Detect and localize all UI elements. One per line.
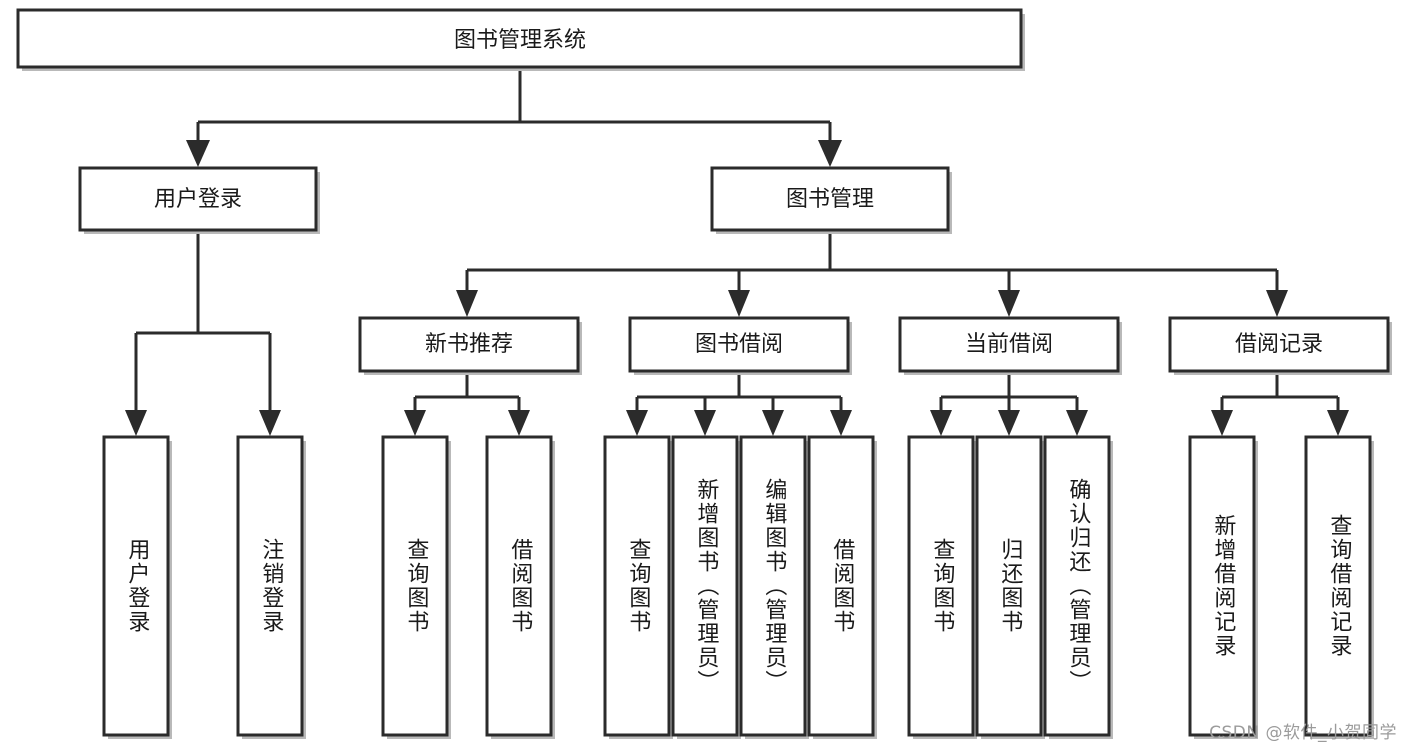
arrow-icon-leaf-r2 — [1327, 410, 1349, 436]
node-new-book-recommend-label: 新书推荐 — [425, 332, 513, 357]
arrow-icon-to-borrow-record — [1266, 290, 1288, 317]
arrow-icon-to-new-book — [456, 290, 478, 317]
leaf-node-borrow-record-2[interactable] — [1304, 435, 1374, 739]
leaf-box[interactable] — [102, 435, 170, 737]
connector-group — [134, 68, 1340, 412]
node-root-label: 图书管理系统 — [454, 28, 586, 53]
arrow-icon-leaf-r1 — [1211, 410, 1233, 436]
node-book-manage-box[interactable] — [710, 166, 950, 232]
node-current-borrow-box[interactable] — [898, 316, 1120, 373]
leaf-node-book-borrow-2[interactable] — [671, 435, 741, 739]
arrow-icon-leaf-c2 — [998, 410, 1020, 436]
arrow-icon-leaf-b2 — [694, 410, 716, 436]
leaf-node-user-login-1[interactable] — [102, 435, 172, 739]
node-new-book-recommend[interactable]: 新书推荐 — [358, 316, 582, 375]
leaf-box[interactable] — [807, 435, 875, 737]
node-user-login-label: 用户登录 — [154, 187, 242, 212]
leaf-node-user-login-2[interactable] — [236, 435, 306, 739]
node-borrow-record-box[interactable] — [1168, 316, 1390, 373]
node-new-book-recommend-box[interactable] — [358, 316, 580, 373]
node-book-manage-label: 图书管理 — [786, 187, 874, 212]
arrow-icon-leaf-b3 — [762, 410, 784, 436]
arrow-icon-leaf-b4 — [830, 410, 852, 436]
leaf-node-current-borrow-3[interactable] — [1043, 435, 1113, 739]
node-book-borrow-label: 图书借阅 — [695, 332, 783, 357]
leaf-node-current-borrow-2[interactable] — [975, 435, 1045, 739]
leaf-box[interactable] — [907, 435, 975, 737]
leaf-box[interactable] — [739, 435, 807, 737]
leaf-box[interactable] — [1304, 435, 1372, 737]
leaf-box[interactable] — [603, 435, 671, 737]
arrow-icon-leaf-n2 — [508, 410, 530, 436]
arrow-icon-leaf-u2 — [259, 410, 281, 436]
leaf-box[interactable] — [236, 435, 304, 737]
leaf-node-new-book-2[interactable] — [485, 435, 555, 739]
node-borrow-record-label: 借阅记录 — [1235, 332, 1323, 357]
csdn-watermark: CSDN @软件_小贺同学 — [1209, 723, 1397, 743]
node-borrow-record[interactable]: 借阅记录 — [1168, 316, 1392, 375]
leaf-box[interactable] — [381, 435, 449, 737]
leaf-box[interactable] — [975, 435, 1043, 737]
node-root-box[interactable] — [16, 8, 1023, 69]
arrow-icon-to-user-login — [186, 140, 210, 167]
node-user-login[interactable]: 用户登录 — [78, 166, 320, 234]
node-book-borrow-box[interactable] — [628, 316, 850, 373]
arrow-icon-leaf-c3 — [1066, 410, 1088, 436]
leaf-node-borrow-record-1[interactable] — [1188, 435, 1258, 739]
leaf-box[interactable] — [671, 435, 739, 737]
leaf-node-book-borrow-3[interactable] — [739, 435, 809, 739]
arrow-icon-leaf-b1 — [626, 410, 648, 436]
node-current-borrow[interactable]: 当前借阅 — [898, 316, 1122, 375]
leaf-node-new-book-1[interactable] — [381, 435, 451, 739]
node-current-borrow-label: 当前借阅 — [965, 332, 1053, 357]
node-book-borrow[interactable]: 图书借阅 — [628, 316, 852, 375]
leaf-box[interactable] — [1188, 435, 1256, 737]
arrow-icon-to-current-borrow — [998, 290, 1020, 317]
leaf-box[interactable] — [1043, 435, 1111, 737]
arrow-icon-to-book-borrow — [728, 290, 750, 317]
leaf-node-book-borrow-1[interactable] — [603, 435, 673, 739]
arrow-icon-leaf-u1 — [125, 410, 147, 436]
arrow-icon-to-book-manage — [818, 140, 842, 167]
node-user-login-box[interactable] — [78, 166, 318, 232]
leaf-box[interactable] — [485, 435, 553, 737]
node-book-manage[interactable]: 图书管理 — [710, 166, 952, 234]
arrow-icon-leaf-c1 — [930, 410, 952, 436]
node-root[interactable]: 图书管理系统 — [16, 8, 1025, 71]
arrow-icon-leaf-n1 — [404, 410, 426, 436]
leaf-node-book-borrow-4[interactable] — [807, 435, 877, 739]
leaf-node-current-borrow-1[interactable] — [907, 435, 977, 739]
arrowhead-group — [125, 140, 1349, 436]
